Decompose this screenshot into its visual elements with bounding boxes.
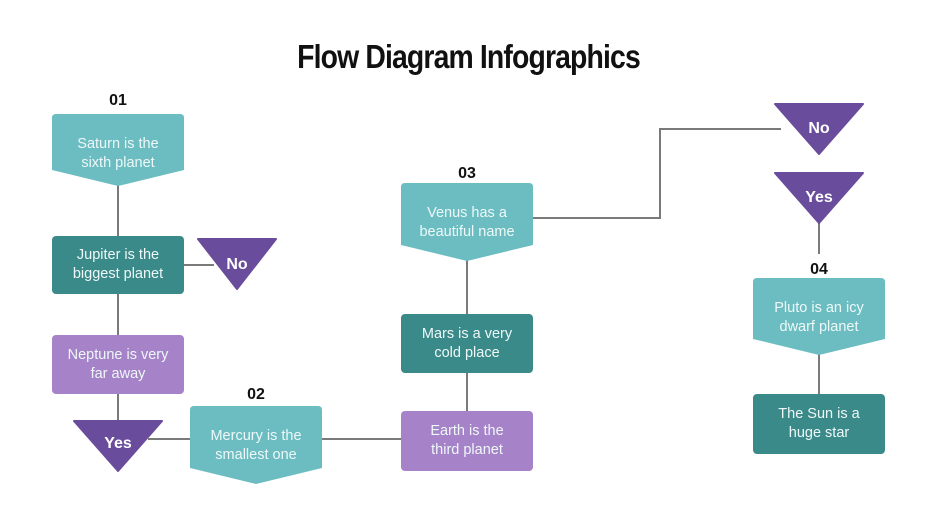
connector-line (818, 222, 820, 254)
box-text: The Sun is a (778, 406, 860, 422)
pentagon-shape (753, 278, 885, 355)
connector-line (659, 128, 781, 130)
triangle-down-icon (774, 103, 864, 155)
connector-line (818, 354, 820, 394)
pentagon-shape (401, 183, 533, 261)
decision-label: Yes (805, 189, 833, 206)
step-text: Mercury is the (210, 428, 302, 444)
box-jupiter: Jupiter is the biggest planet (52, 236, 184, 294)
step-text: Venus has a (427, 205, 507, 221)
step-01-saturn: Saturn is the sixth planet (52, 114, 184, 186)
box-text: huge star (788, 425, 850, 441)
connector-line (117, 393, 119, 423)
box-text: biggest planet (72, 266, 164, 282)
box-text: Mars is a very (421, 325, 513, 342)
decision-yes-right: Yes (773, 172, 865, 224)
step-number-04: 04 (810, 261, 828, 278)
step-text: Pluto is an icy (774, 300, 864, 316)
connector-line (466, 372, 468, 412)
step-02-mercury: Mercury is the smallest one (190, 406, 322, 484)
connector-line (659, 128, 661, 219)
triangle-down-icon (73, 420, 163, 472)
step-04-pluto: Pluto is an icy dwarf planet (753, 278, 885, 355)
connector-line (117, 294, 119, 336)
box-mars: Mars is a very cold place (401, 314, 533, 373)
box-sun: The Sun is a huge star (753, 394, 885, 454)
box-text: Jupiter is the (76, 247, 160, 263)
triangle-down-icon (197, 238, 277, 290)
step-text: beautiful name (419, 224, 515, 240)
box-text: Earth is the (430, 423, 504, 439)
connector-line (184, 264, 214, 266)
step-text: dwarf planet (779, 319, 859, 335)
page-title: Flow Diagram Infographics (297, 38, 641, 75)
step-text: Saturn is the (77, 136, 159, 152)
step-text: sixth planet (81, 155, 155, 171)
connector-line (533, 217, 661, 219)
box-earth: Earth is the third planet (401, 411, 533, 471)
decision-yes-left: Yes (72, 420, 164, 472)
box-text: third planet (431, 442, 503, 458)
triangle-down-icon (774, 172, 864, 224)
box-text: Neptune is very (67, 346, 169, 363)
decision-label: Yes (104, 435, 132, 452)
box-neptune: Neptune is very far away (52, 335, 184, 394)
step-number-02: 02 (247, 386, 265, 403)
connector-line (148, 438, 192, 440)
pentagon-shape (190, 406, 322, 484)
decision-label: No (808, 120, 830, 137)
box-text: cold place (434, 344, 500, 361)
pentagon-shape (52, 114, 184, 186)
connector-line (321, 438, 402, 440)
decision-no-left: No (196, 238, 278, 290)
connector-line (466, 260, 468, 315)
step-text: smallest one (215, 447, 297, 463)
step-03-venus: Venus has a beautiful name (401, 183, 533, 261)
step-number-01: 01 (109, 92, 127, 109)
step-number-03: 03 (458, 165, 476, 182)
decision-no-right: No (773, 103, 865, 155)
connector-line (117, 185, 119, 237)
box-text: far away (90, 365, 146, 382)
decision-label: No (226, 256, 248, 273)
